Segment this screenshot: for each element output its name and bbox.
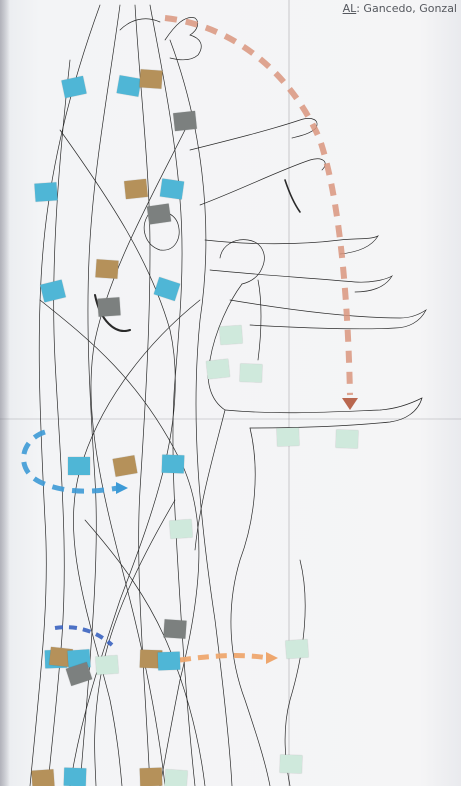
blue-dashed-short-arrow: [55, 627, 112, 645]
pencil-body-outlines: [30, 5, 426, 786]
sticky-note: [117, 75, 142, 97]
sticky-note: [95, 655, 118, 674]
sticky-note: [163, 619, 186, 638]
sticky-note: [158, 652, 181, 671]
sticky-note: [113, 455, 138, 477]
sticky-note: [219, 325, 242, 344]
sticky-note: [336, 430, 359, 449]
sticky-note: [34, 182, 57, 201]
sticky-note: [95, 259, 118, 278]
sticky-note: [68, 457, 90, 475]
red-dashed-arc-arrow: [165, 18, 358, 410]
sticky-note: [285, 639, 308, 658]
sticky-note: [173, 111, 197, 131]
sticky-note: [162, 455, 185, 474]
sticky-note: [147, 204, 171, 225]
sticky-note: [169, 519, 192, 538]
sticky-note: [277, 428, 300, 447]
sticky-note: [280, 755, 303, 774]
sticky-note: [31, 769, 54, 786]
sticky-note: [97, 297, 120, 316]
sticky-note: [140, 768, 163, 786]
sticky-note: [206, 359, 230, 379]
sticky-note: [139, 69, 162, 88]
sticky-note: [164, 769, 187, 786]
sticky-note: [240, 364, 263, 383]
orange-dashed-arrow: [180, 652, 278, 664]
sticky-note: [124, 179, 148, 199]
sticky-note: [160, 179, 184, 200]
sticky-note: [64, 768, 87, 786]
